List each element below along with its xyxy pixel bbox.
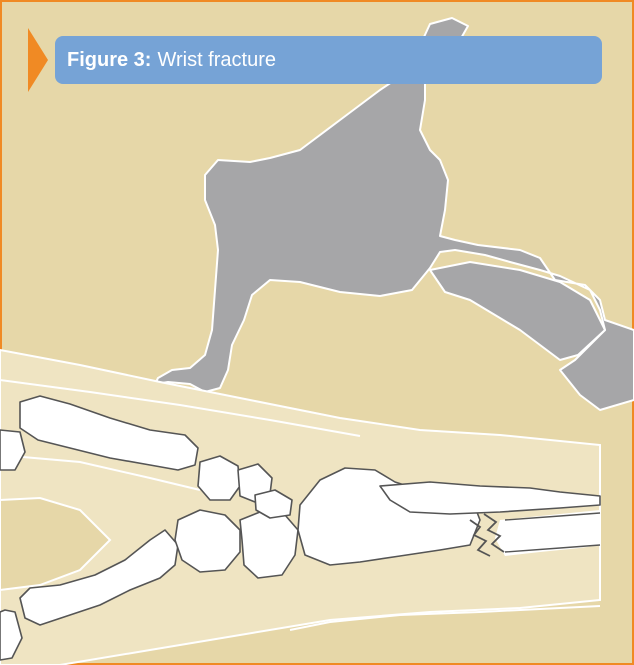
figure-label: Figure 3: (67, 49, 151, 72)
figure-caption-banner: Figure 3: Wrist fracture (55, 36, 602, 84)
figure-title: Wrist fracture (157, 49, 276, 72)
